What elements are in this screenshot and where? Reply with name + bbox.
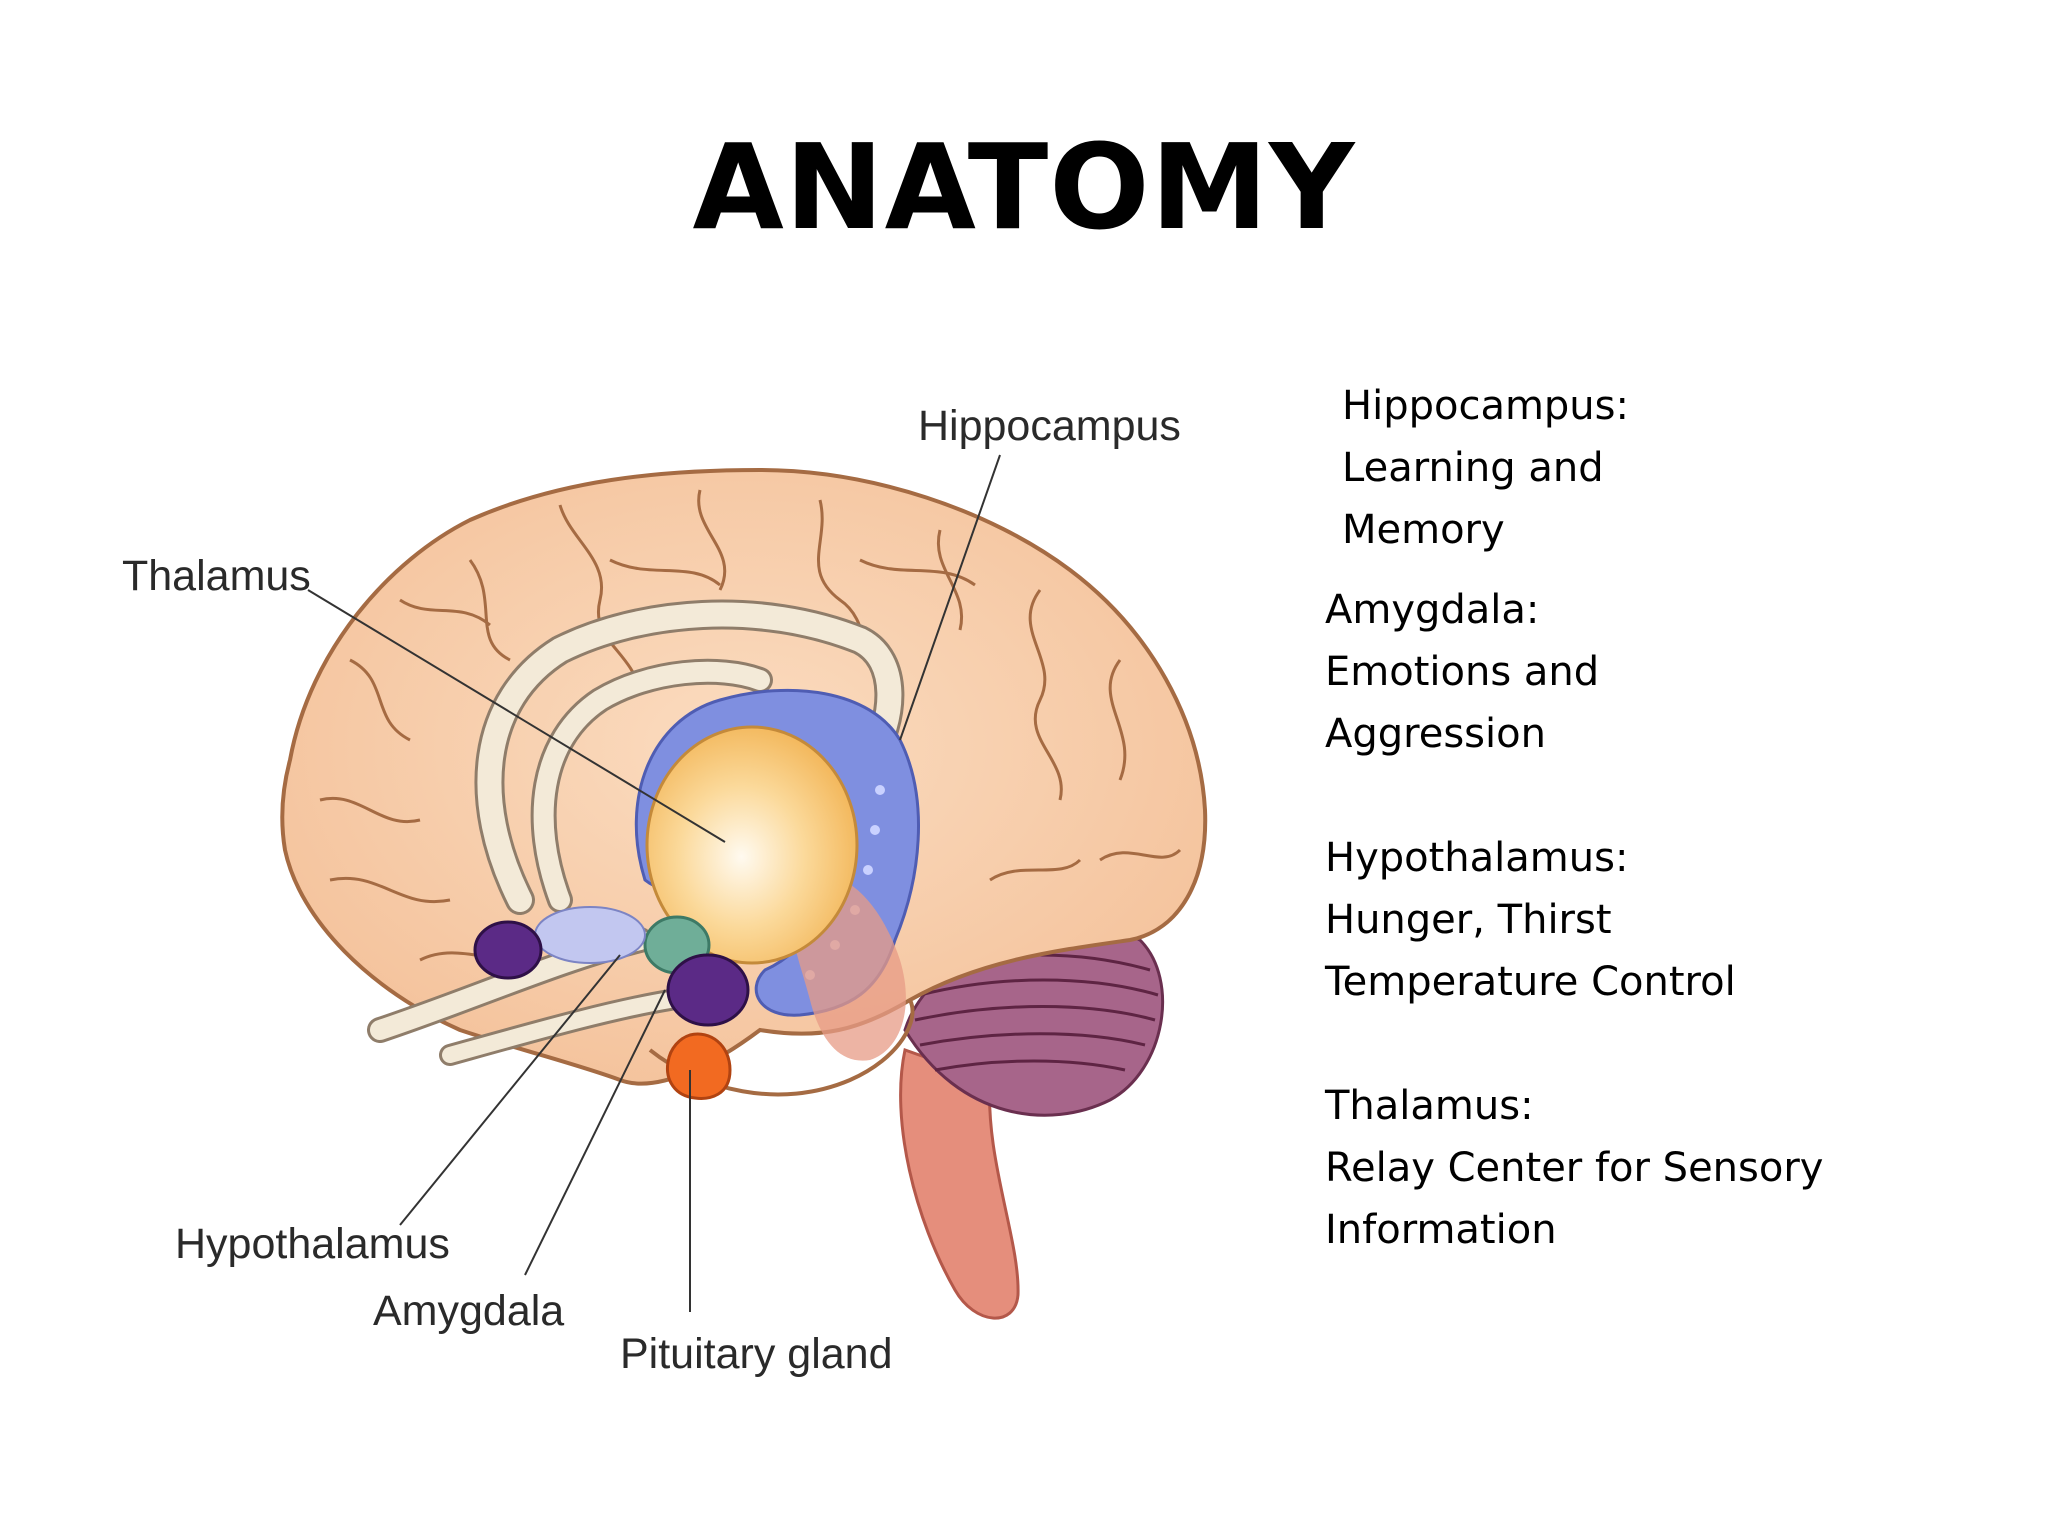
- mammillary-region: [534, 906, 646, 964]
- note-hypothalamus: Hypothalamus: Hunger, Thirst Temperature…: [1325, 827, 1965, 1013]
- label-thalamus: Thalamus: [122, 552, 311, 600]
- note-line: Hunger, Thirst: [1325, 897, 1612, 943]
- note-heading: Hypothalamus:: [1325, 835, 1629, 881]
- pituitary-gland: [665, 1032, 732, 1100]
- note-line: Aggression: [1325, 711, 1546, 757]
- fornix: [367, 599, 905, 1066]
- label-hypothalamus: Hypothalamus: [175, 1220, 450, 1268]
- note-hippocampus: Hippocampus: Learning and Memory: [1342, 375, 1965, 561]
- note-line: Relay Center for Sensory: [1325, 1145, 1824, 1191]
- note-amygdala: Amygdala: Emotions and Aggression: [1325, 579, 1965, 765]
- cortex-folds: [319, 489, 1182, 962]
- note-heading: Hippocampus:: [1342, 383, 1629, 429]
- note-line: Emotions and: [1325, 649, 1600, 695]
- note-line: Temperature Control: [1325, 959, 1736, 1005]
- amygdala-anterior: [473, 920, 543, 980]
- label-pituitary-gland: Pituitary gland: [620, 1330, 893, 1378]
- note-line: Memory: [1342, 507, 1505, 553]
- brainstem: [899, 1048, 1020, 1320]
- note-line: Information: [1325, 1207, 1557, 1253]
- note-line: Learning and: [1342, 445, 1604, 491]
- amygdala: [666, 953, 750, 1027]
- function-notes: Hippocampus: Learning and Memory Amygdal…: [1325, 375, 1965, 1261]
- thalamus: [645, 725, 859, 965]
- leader-lines: [307, 454, 1001, 1312]
- label-amygdala: Amygdala: [373, 1287, 564, 1335]
- slide-title: ANATOMY: [692, 118, 1356, 256]
- note-heading: Amygdala:: [1325, 587, 1540, 633]
- label-hippocampus: Hippocampus: [918, 402, 1181, 450]
- note-heading: Thalamus:: [1325, 1083, 1534, 1129]
- note-thalamus: Thalamus: Relay Center for Sensory Infor…: [1325, 1075, 1965, 1261]
